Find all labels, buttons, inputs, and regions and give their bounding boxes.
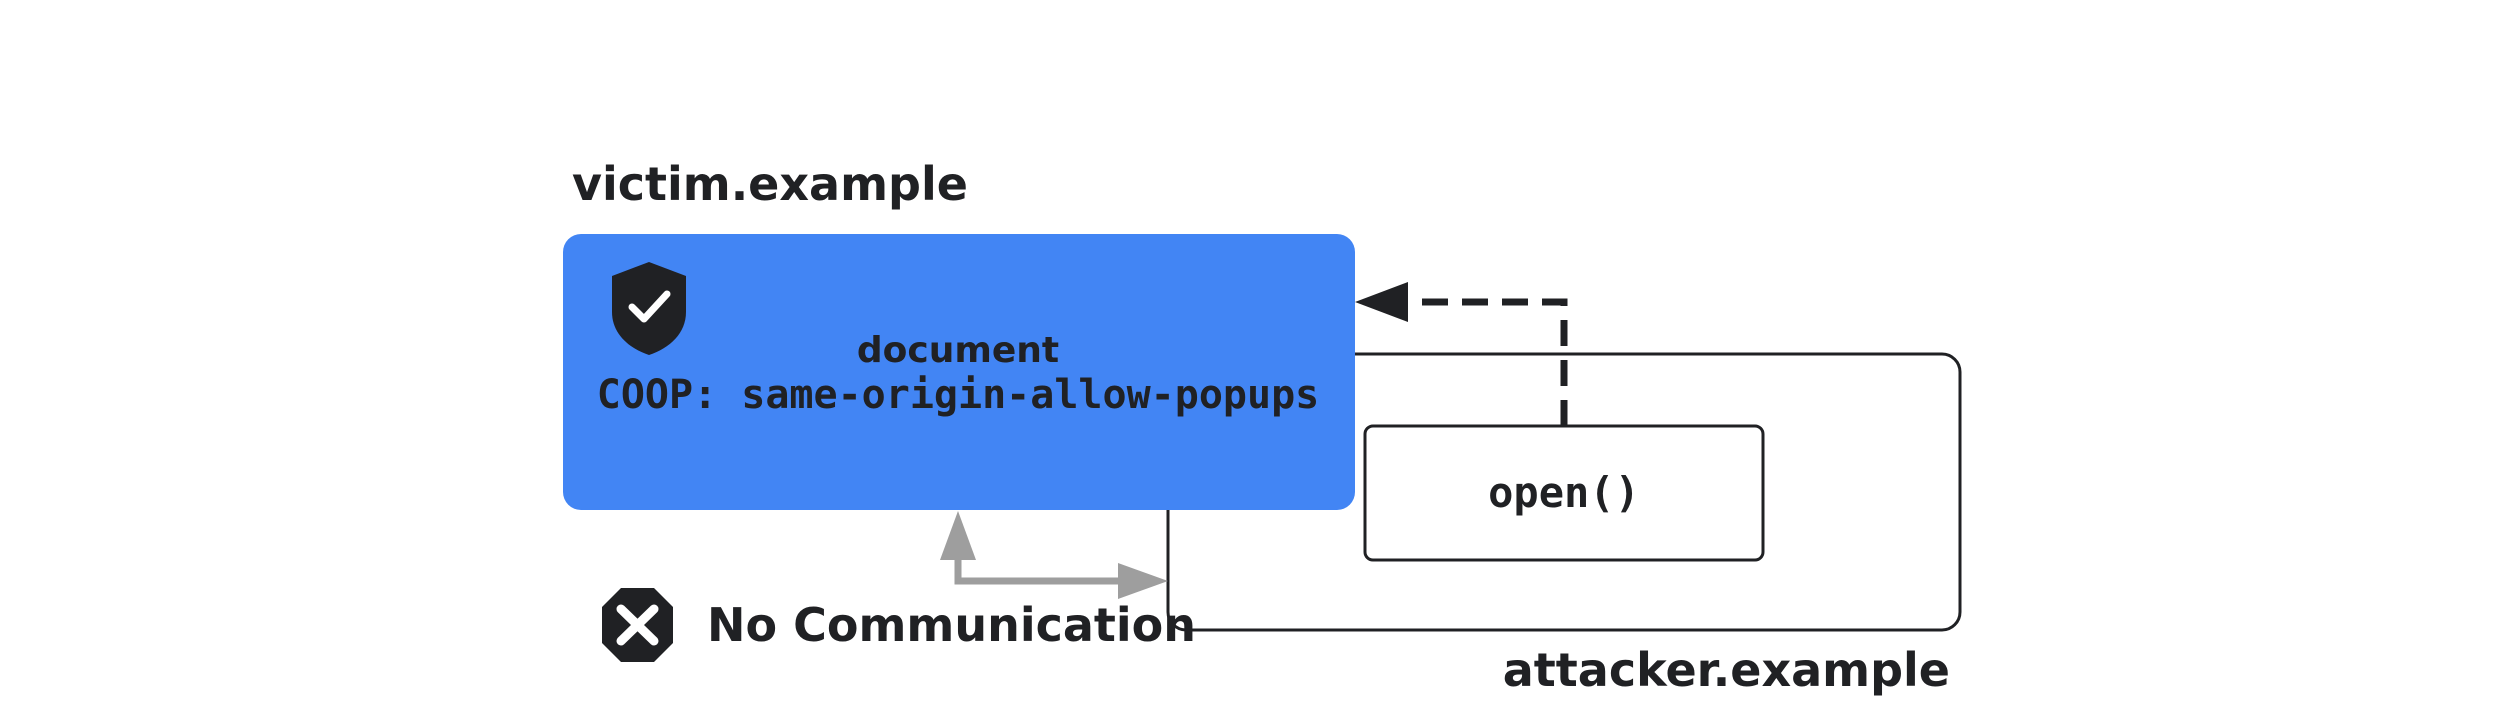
blocked-communication-arrow <box>954 546 1128 585</box>
opener-reference-arrow <box>1400 298 1568 426</box>
blocked-arrowhead-right <box>1118 563 1168 599</box>
blocked-arrowhead-up <box>940 511 976 560</box>
victim-document-box <box>563 234 1355 510</box>
x-octagon-icon <box>602 588 673 662</box>
open-call-label: open() <box>1488 468 1640 517</box>
status-text: No Communication <box>707 598 1196 652</box>
victim-origin-label: victim.example <box>572 157 968 211</box>
attacker-origin-label: attacker.example <box>1503 643 1950 697</box>
document-label: document <box>857 330 1059 371</box>
opener-arrowhead <box>1355 282 1408 322</box>
coop-header-label: COOP: same-origin-allow-popups <box>597 372 1319 418</box>
shield-check-icon <box>612 262 686 355</box>
